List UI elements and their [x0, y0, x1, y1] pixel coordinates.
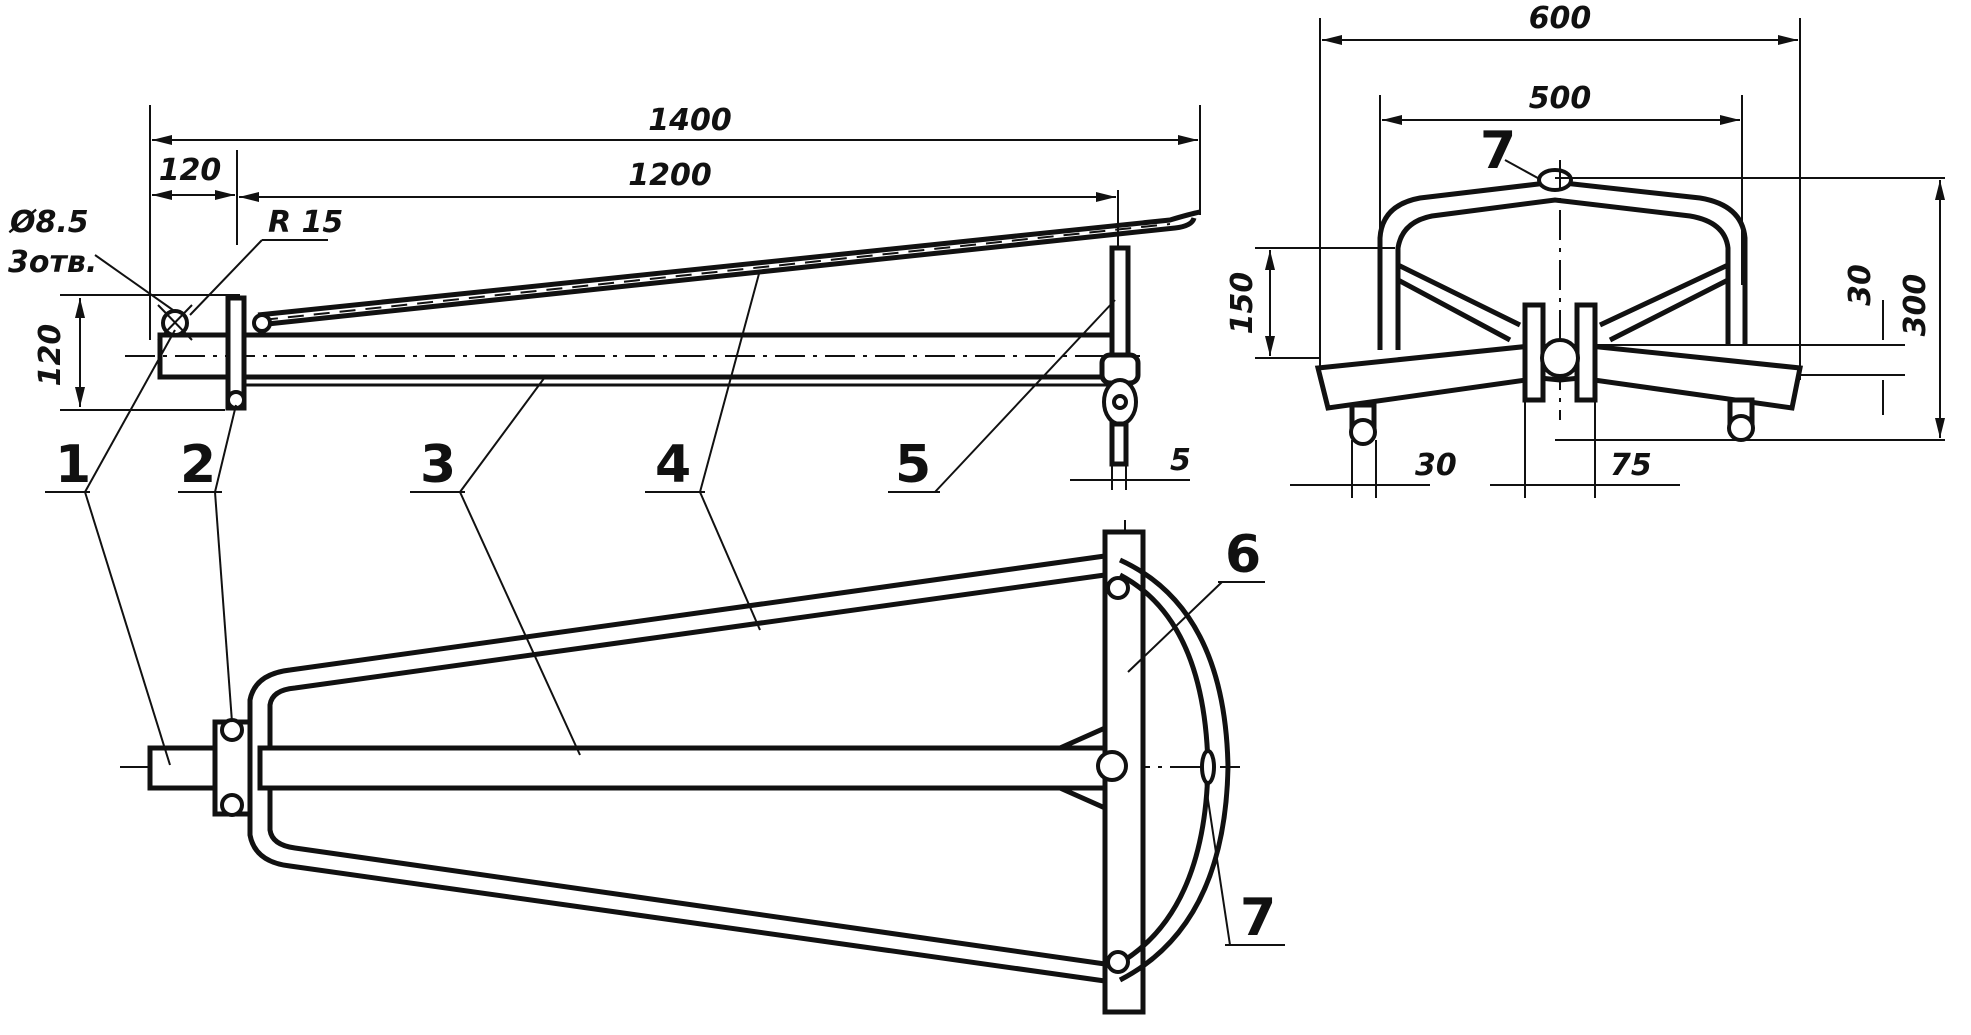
- dim-300-label: 300: [1898, 274, 1933, 337]
- dim-120-label: 120: [159, 153, 222, 188]
- plan-main-tube: [257, 745, 1113, 791]
- dim-5-label: 5: [1170, 443, 1191, 478]
- plan-view: [120, 520, 1240, 1020]
- callout-7-bottom: 7: [1240, 888, 1276, 948]
- end-wheel-left: [1349, 418, 1377, 446]
- callout-3: 3: [420, 435, 456, 495]
- dim-30-bottom-label: 30: [1415, 448, 1457, 483]
- dim-1200-label: 1200: [628, 158, 712, 193]
- hole-count-label: 3отв.: [8, 245, 97, 280]
- callout-5: 5: [895, 435, 931, 495]
- callout-6: 6: [1225, 525, 1261, 585]
- plan-frame: [267, 571, 1113, 968]
- end-view: 600 500 7 150: [1225, 1, 1945, 498]
- upper-bar-side: [257, 209, 1201, 328]
- callouts: 1 2 3 4 5 6 7: [45, 269, 1285, 948]
- dim-1400-label: 1400: [648, 103, 732, 138]
- dim-500-label: 500: [1529, 81, 1592, 116]
- callout-2: 2: [180, 435, 216, 495]
- hole-diameter-label: Ø8.5: [8, 205, 89, 240]
- callout-1: 1: [55, 435, 91, 495]
- end-frame-arch: [1377, 179, 1748, 350]
- callout-4: 4: [655, 435, 691, 495]
- strut-side: [1109, 245, 1131, 361]
- end-center-hub: [1540, 338, 1580, 378]
- dim-150-label: 150: [1225, 272, 1260, 335]
- dim-75-label: 75: [1610, 448, 1652, 483]
- side-view: 1400 120 1200 120 Ø8.5 3отв. R 15: [8, 103, 1201, 490]
- radius-label: R 15: [268, 205, 343, 240]
- dim-30-right-label: 30: [1843, 264, 1878, 306]
- end-wheel-right: [1727, 414, 1755, 442]
- dim-120v-label: 120: [33, 324, 68, 387]
- callout-7-top: 7: [1480, 121, 1516, 181]
- dim-600-label: 600: [1529, 1, 1592, 36]
